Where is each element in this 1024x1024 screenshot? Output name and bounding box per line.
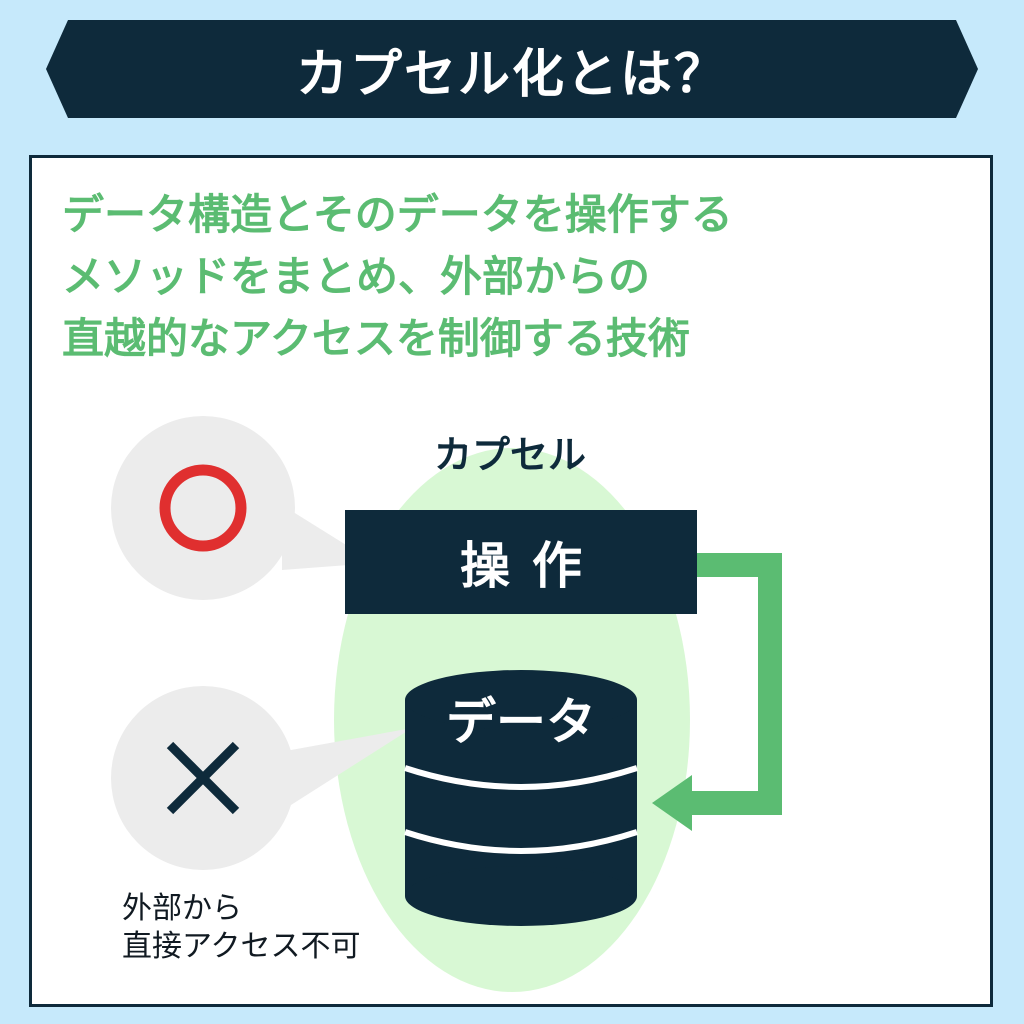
access-note-line-1: 外部から — [122, 891, 242, 926]
definition-line-2: メソッドをまとめ、外部からの — [62, 252, 651, 301]
cross-mark-icon — [166, 741, 240, 815]
operation-label: 操作 — [460, 537, 604, 595]
definition-text: データ構造とそのデータを操作する メソッドをまとめ、外部からの 直越的なアクセス… — [62, 184, 972, 370]
data-label: データ — [446, 693, 596, 751]
database-icon — [404, 670, 638, 926]
operation-box — [345, 510, 697, 614]
page-title: カプセル化とは？ — [295, 44, 728, 105]
title-banner: カプセル化とは？ — [46, 20, 978, 118]
definition-line-1: データ構造とそのデータを操作する — [62, 190, 733, 239]
circle-mark-icon — [159, 464, 247, 552]
definition-line-3: 直越的なアクセスを制御する技術 — [62, 314, 690, 363]
access-note: 外部から 直接アクセス不可 — [122, 890, 361, 966]
capsule-label: カプセル — [433, 433, 586, 477]
access-arrow — [652, 553, 782, 831]
access-note-line-2: 直接アクセス不可 — [122, 929, 361, 964]
